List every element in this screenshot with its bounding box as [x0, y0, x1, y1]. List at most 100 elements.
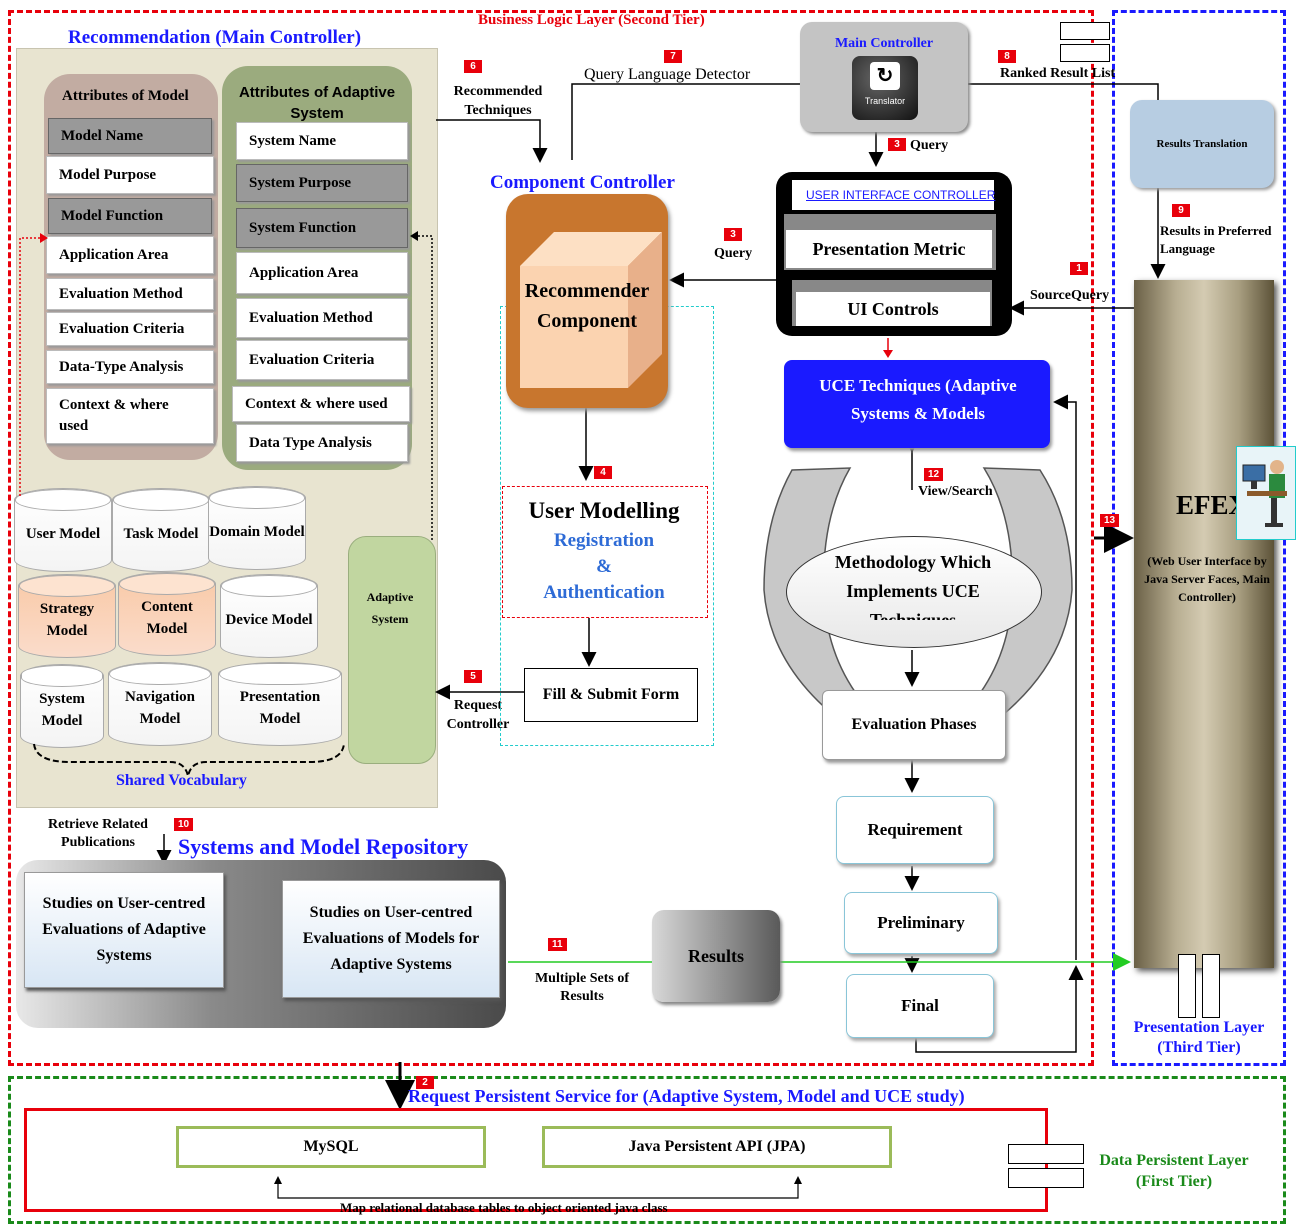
step-11: 11: [548, 938, 567, 951]
data-persistent-layer: [8, 1076, 1286, 1224]
results-translation-box: Results Translation: [1130, 100, 1274, 188]
adaptive-attribute-2: System Function: [236, 208, 408, 248]
step-12: 12: [924, 468, 944, 481]
fill-submit-form: Fill & Submit Form: [524, 668, 698, 722]
map-relational-label: Map relational database tables to object…: [340, 1200, 668, 1215]
results-box: Results: [652, 910, 780, 1002]
requirement-box: Requirement: [836, 796, 994, 864]
adaptive-attribute-5: Evaluation Criteria: [236, 340, 408, 380]
presentation-layer-label: Presentation Layer (Third Tier): [1133, 1019, 1265, 1056]
model-cylinder-5: Device Model: [220, 574, 318, 658]
computer-user-icon: [1236, 446, 1296, 540]
model-attribute-1: Model Purpose: [46, 156, 214, 194]
recommender-cube: [520, 232, 662, 388]
query-left-label: Query: [714, 246, 753, 261]
uce-techniques-label: UCE Techniques (Adaptive Systems & Model…: [819, 376, 1017, 423]
methodology-label: Methodology Which Implements UCE Techniq…: [834, 552, 992, 620]
recommendation-title: Recommendation (Main Controller): [68, 27, 362, 48]
registration-label: Registration: [553, 530, 655, 551]
persistent-service-title: Request Persistent Service for (Adaptive…: [408, 1086, 965, 1106]
model-cylinder-8: Presentation Model: [218, 662, 342, 746]
model-attribute-4: Evaluation Method: [46, 278, 214, 310]
repository-adaptive-systems: Studies on User-centred Evaluations of A…: [24, 872, 224, 988]
efex-server-icon: [1178, 954, 1196, 1018]
mysql-box: MySQL: [176, 1126, 486, 1168]
user-modelling-title: User Modelling: [528, 498, 680, 523]
repository-models: Studies on User-centred Evaluations of M…: [282, 880, 500, 998]
main-controller-title: Main Controller: [834, 36, 934, 51]
ranked-list-icon: [1060, 22, 1110, 40]
ranked-result-list-label: Ranked Result List: [1000, 66, 1116, 81]
preliminary-box: Preliminary: [844, 892, 998, 954]
user-modelling-box: [502, 486, 708, 618]
shared-vocabulary-label: Shared Vocabulary: [116, 772, 247, 789]
ui-controller-title: USER INTERFACE CONTROLLER: [806, 188, 996, 202]
component-controller-title: Component Controller: [490, 172, 675, 193]
ui-controls: UI Controls: [796, 292, 990, 326]
adaptive-system-label: Adaptive System: [366, 590, 414, 626]
business-layer-title: Business Logic Layer (Second Tier): [478, 12, 705, 28]
model-attribute-2: Model Function: [48, 198, 212, 234]
step-3-top: 3: [888, 138, 906, 151]
jpa-box: Java Persistent API (JPA): [542, 1126, 892, 1168]
model-cylinder-0: User Model: [14, 488, 112, 572]
recommender-component-label: Recommender Component: [524, 280, 650, 332]
step-13: 13: [1100, 514, 1120, 527]
recommended-techniques-label: Recommended Techniques: [453, 84, 543, 118]
adaptive-attribute-4: Evaluation Method: [236, 298, 408, 338]
query-top-label: Query: [910, 138, 949, 153]
authentication-label: Authentication: [543, 582, 665, 603]
adaptive-attribute-6: Context & where used: [232, 386, 410, 422]
adaptive-attribute-1: System Purpose: [236, 164, 408, 202]
step-10: 10: [174, 818, 194, 831]
model-attribute-3: Application Area: [46, 236, 214, 274]
model-attribute-6: Data-Type Analysis: [46, 350, 214, 384]
adaptive-attributes-heading: Attributes of Adaptive System: [238, 84, 396, 122]
adaptive-attribute-7: Data Type Analysis: [236, 424, 408, 462]
efex-description: (Web User Interface by Java Server Faces…: [1144, 554, 1270, 604]
source-query-label: SourceQuery: [1030, 288, 1110, 303]
shared-vocabulary-brace: [33, 743, 345, 777]
data-persistent-layer-label: Data Persistent Layer (First Tier): [1099, 1152, 1249, 1190]
results-preferred-label: Results in Preferred Language: [1160, 223, 1272, 256]
model-cylinder-3: Strategy Model: [18, 574, 116, 658]
translator-icon: ↻ Translator: [852, 56, 918, 120]
view-search-label: View/Search: [918, 484, 993, 499]
model-cylinder-6: System Model: [20, 664, 104, 748]
efex-pillar: [1134, 280, 1274, 968]
methodology-ellipse: [786, 536, 1042, 648]
step-2: 2: [416, 1076, 434, 1089]
model-cylinder-2: Domain Model: [208, 486, 306, 570]
step-6: 6: [464, 60, 482, 73]
step-5: 5: [464, 670, 482, 683]
db-icon: [1008, 1144, 1084, 1164]
adaptive-attribute-0: System Name: [236, 122, 408, 160]
model-attribute-0: Model Name: [48, 118, 212, 154]
final-box: Final: [846, 974, 994, 1038]
evaluation-phases-box: Evaluation Phases: [822, 690, 1006, 760]
step-7: 7: [664, 50, 682, 63]
multiple-results-label: Multiple Sets of Results: [534, 971, 630, 1004]
model-cylinder-7: Navigation Model: [108, 662, 212, 746]
adaptive-system-box: [348, 536, 436, 764]
presentation-metric: Presentation Metric: [786, 230, 992, 268]
step-9: 9: [1172, 204, 1190, 217]
model-attribute-7: Context & where used: [46, 388, 214, 444]
adaptive-attribute-3: Application Area: [236, 252, 408, 294]
model-attributes-heading: Attributes of Model: [62, 88, 189, 104]
request-controller-label: Request Controller: [446, 698, 510, 732]
query-language-detector-label: Query Language Detector: [584, 66, 751, 83]
step-4: 4: [594, 466, 612, 479]
model-cylinder-1: Task Model: [112, 488, 210, 572]
ampersand-label: &: [596, 556, 612, 577]
model-attribute-5: Evaluation Criteria: [46, 312, 214, 346]
step-3-left: 3: [724, 228, 742, 241]
business-logic-layer: [8, 10, 1094, 1066]
retrieve-publications-label: Retrieve Related Publications: [48, 817, 148, 850]
uce-techniques-box: [784, 360, 1050, 448]
step-8: 8: [998, 50, 1016, 63]
repository-title: Systems and Model Repository: [178, 834, 469, 859]
model-cylinder-4: Content Model: [118, 572, 216, 656]
